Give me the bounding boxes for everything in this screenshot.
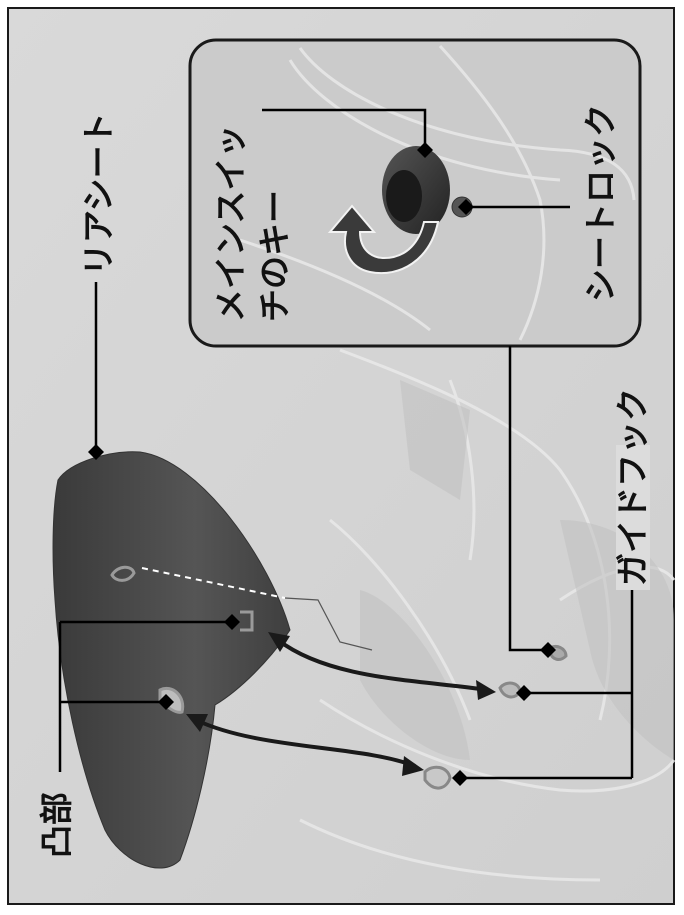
leader-lines — [58, 108, 634, 780]
label-seat-lock: シートロック — [581, 104, 620, 302]
leader-diamonds — [88, 142, 556, 786]
key-turn-arrow — [327, 204, 440, 275]
label-main-switch-key-line2: チのキー — [255, 190, 294, 322]
guide-hook-label-bg — [616, 445, 650, 590]
label-main-switch-key-line1: メインスイッ — [211, 124, 250, 322]
arrow-heads — [186, 632, 496, 776]
label-rear-seat: リアシート — [79, 112, 118, 276]
inset-detail-box — [188, 38, 642, 348]
alignment-arrows — [195, 638, 489, 768]
label-guide-hook: ガイドフック — [613, 388, 652, 586]
thin-guide-line — [284, 597, 373, 651]
dashed-alignment-line — [141, 567, 286, 599]
scooter-guide-hooks — [423, 644, 568, 790]
label-protrusion: 凸部 — [37, 792, 76, 858]
